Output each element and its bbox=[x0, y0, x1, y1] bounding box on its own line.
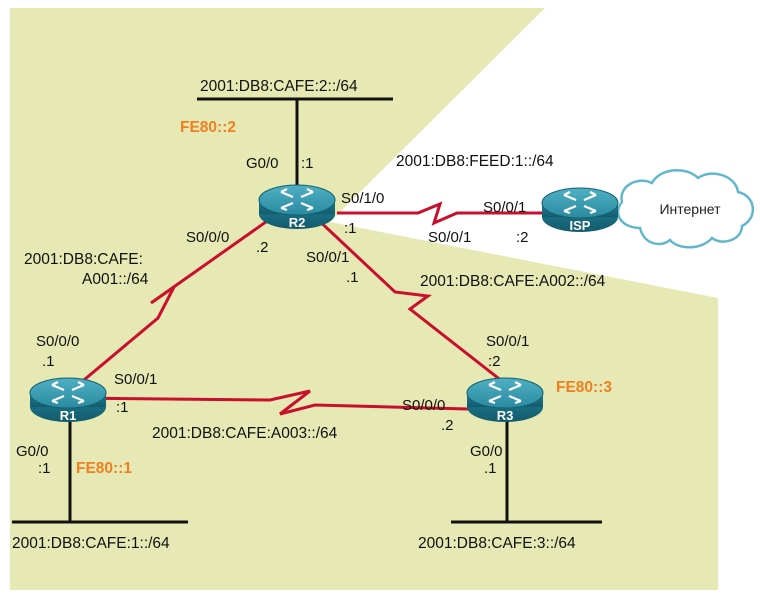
router-icon: R2 bbox=[258, 184, 336, 230]
router-label-r3: R3 bbox=[497, 408, 514, 423]
iface-r1-s001: S0/0/1 bbox=[114, 371, 157, 388]
link-local-r1: FE80::1 bbox=[76, 460, 132, 477]
iface-r3-s001-addr: :2 bbox=[488, 353, 501, 370]
iface-r1-s000-addr: .1 bbox=[42, 353, 55, 370]
network-label-r1-r3: 2001:DB8:CAFE:A003::/64 bbox=[152, 425, 338, 442]
serial-link-r2-isp bbox=[337, 201, 560, 226]
network-label-isp-link: 2001:DB8:FEED:1::/64 bbox=[396, 153, 554, 170]
iface-r1-g0-addr: :1 bbox=[38, 460, 51, 477]
network-label-lan-r3: 2001:DB8:CAFE:3::/64 bbox=[418, 535, 576, 552]
cloud-label: Интернет bbox=[659, 201, 721, 217]
cloud-icon: Интернет bbox=[616, 169, 754, 249]
serial-link-r1-r3 bbox=[69, 389, 508, 416]
router-label-r2: R2 bbox=[289, 215, 306, 230]
router-label-r1: R1 bbox=[60, 408, 77, 423]
iface-isp-addr: :2 bbox=[516, 229, 529, 246]
area-background bbox=[10, 8, 718, 590]
iface-r2-s000: S0/0/0 bbox=[186, 229, 229, 246]
network-label-r1-r2-line2: A001::/64 bbox=[82, 271, 149, 288]
router-icon: R1 bbox=[29, 377, 107, 423]
iface-r2-s010-addr: :1 bbox=[344, 220, 357, 237]
iface-r1-g0: G0/0 bbox=[16, 443, 49, 460]
iface-r3-g0-addr: .1 bbox=[484, 460, 497, 477]
iface-r2-g0-addr: :1 bbox=[301, 155, 314, 172]
iface-isp-s001-bottom: S0/0/1 bbox=[428, 229, 471, 246]
link-local-r2: FE80::2 bbox=[180, 119, 236, 136]
iface-r3-s000: S0/0/0 bbox=[402, 397, 445, 414]
iface-r3-s000-addr: .2 bbox=[441, 417, 454, 434]
iface-r3-s001: S0/0/1 bbox=[486, 333, 529, 350]
serial-link-r1-r2 bbox=[71, 198, 298, 392]
iface-r2-s001: S0/0/1 bbox=[306, 249, 349, 266]
iface-r2-s000-addr: .2 bbox=[256, 239, 269, 256]
router-icon: R3 bbox=[466, 377, 544, 423]
network-label-lan-r1: 2001:DB8:CAFE:1::/64 bbox=[12, 535, 170, 552]
iface-r1-s001-addr: :1 bbox=[116, 399, 129, 416]
router-icon: ISP bbox=[541, 187, 619, 233]
iface-r3-g0: G0/0 bbox=[470, 443, 503, 460]
iface-r2-s001-addr: .1 bbox=[346, 269, 359, 286]
iface-r1-s000: S0/0/0 bbox=[36, 333, 79, 350]
serial-link-r2-r3 bbox=[295, 198, 508, 387]
link-local-r3: FE80::3 bbox=[556, 379, 612, 396]
router-label-isp: ISP bbox=[570, 218, 591, 233]
network-label-r1-r2-line1: 2001:DB8:CAFE: bbox=[24, 251, 143, 268]
network-label-lan-r2: 2001:DB8:CAFE:2::/64 bbox=[200, 78, 358, 95]
iface-r2-g0: G0/0 bbox=[246, 155, 279, 172]
iface-isp-s001-top: S0/0/1 bbox=[483, 199, 526, 216]
iface-r2-s010: S0/1/0 bbox=[341, 190, 384, 207]
network-label-r2-r3: 2001:DB8:CAFE:A002::/64 bbox=[420, 273, 606, 290]
